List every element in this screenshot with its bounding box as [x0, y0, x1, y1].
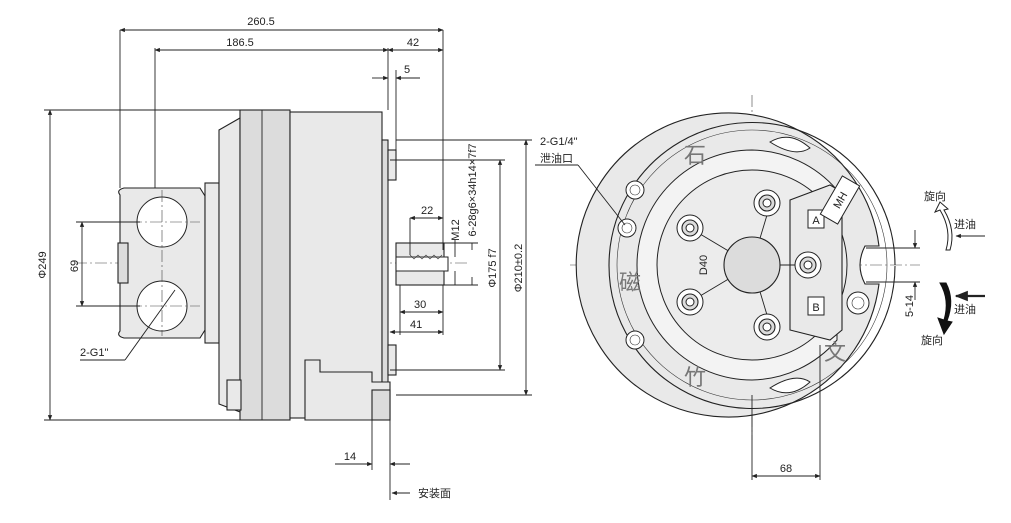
front-rim	[608, 121, 896, 410]
logo-char-1: 石	[684, 144, 706, 169]
dim-pilot: Φ175 f7	[487, 248, 499, 287]
label-drain: 2-G1/4"	[540, 136, 578, 148]
label-ports: 2-G1"	[80, 347, 108, 359]
logo-char-2: 磁	[619, 271, 641, 296]
dim-flange-to-end: 42	[407, 37, 419, 49]
dim-tap: M12	[450, 219, 462, 240]
logo-char-3: 竹	[684, 366, 706, 391]
drain-plug	[226, 379, 242, 411]
drain-port	[617, 218, 637, 238]
port-block	[117, 187, 206, 339]
side-view: 260.5 186.5 42 5 22 30 41 14 安装面	[37, 16, 532, 500]
label-inlet-top: 进油	[954, 217, 976, 231]
flange-bolt-lower	[387, 344, 397, 376]
dim-spline: 6-28g6×34h14×7f7	[467, 144, 479, 237]
dim-shaft-length: 30	[414, 299, 426, 311]
label-inlet-bottom: 进油	[954, 302, 976, 316]
rotation-indicator	[933, 201, 985, 336]
mounting-bolts	[617, 180, 870, 350]
model-tag: D40	[698, 255, 710, 275]
dim-pcd: Φ210±0.2	[513, 244, 525, 292]
dim-flange-thickness: 14	[344, 451, 356, 463]
port-a-label: A	[812, 215, 820, 227]
motor-housing	[204, 109, 397, 421]
dim-body-length: 186.5	[226, 37, 254, 49]
logo-char-4: 文	[824, 341, 846, 366]
flange-bolt-upper	[387, 149, 397, 181]
brand-plate	[819, 175, 861, 225]
dim-port-spacing: 69	[69, 260, 81, 272]
dim-key-length: 22	[421, 205, 433, 217]
dim-height: Φ249	[37, 251, 49, 278]
label-mounting-face: 安装面	[418, 486, 451, 500]
label-drain-cn: 泄油口	[540, 151, 573, 165]
label-rotation-bottom: 旋向	[921, 333, 943, 347]
hub-bolts	[676, 189, 822, 341]
dim-overall-length: 260.5	[247, 16, 275, 28]
output-shaft	[395, 242, 449, 286]
dim-shaft-total: 41	[410, 319, 422, 331]
port-b-label: B	[812, 302, 819, 314]
label-rotation-top: 旋向	[924, 189, 946, 203]
dim-key-width: 5-14	[904, 295, 916, 317]
front-view: A B MH D40	[535, 95, 985, 480]
dim-step: 5	[404, 64, 410, 76]
dim-port-offset: 68	[780, 463, 792, 475]
